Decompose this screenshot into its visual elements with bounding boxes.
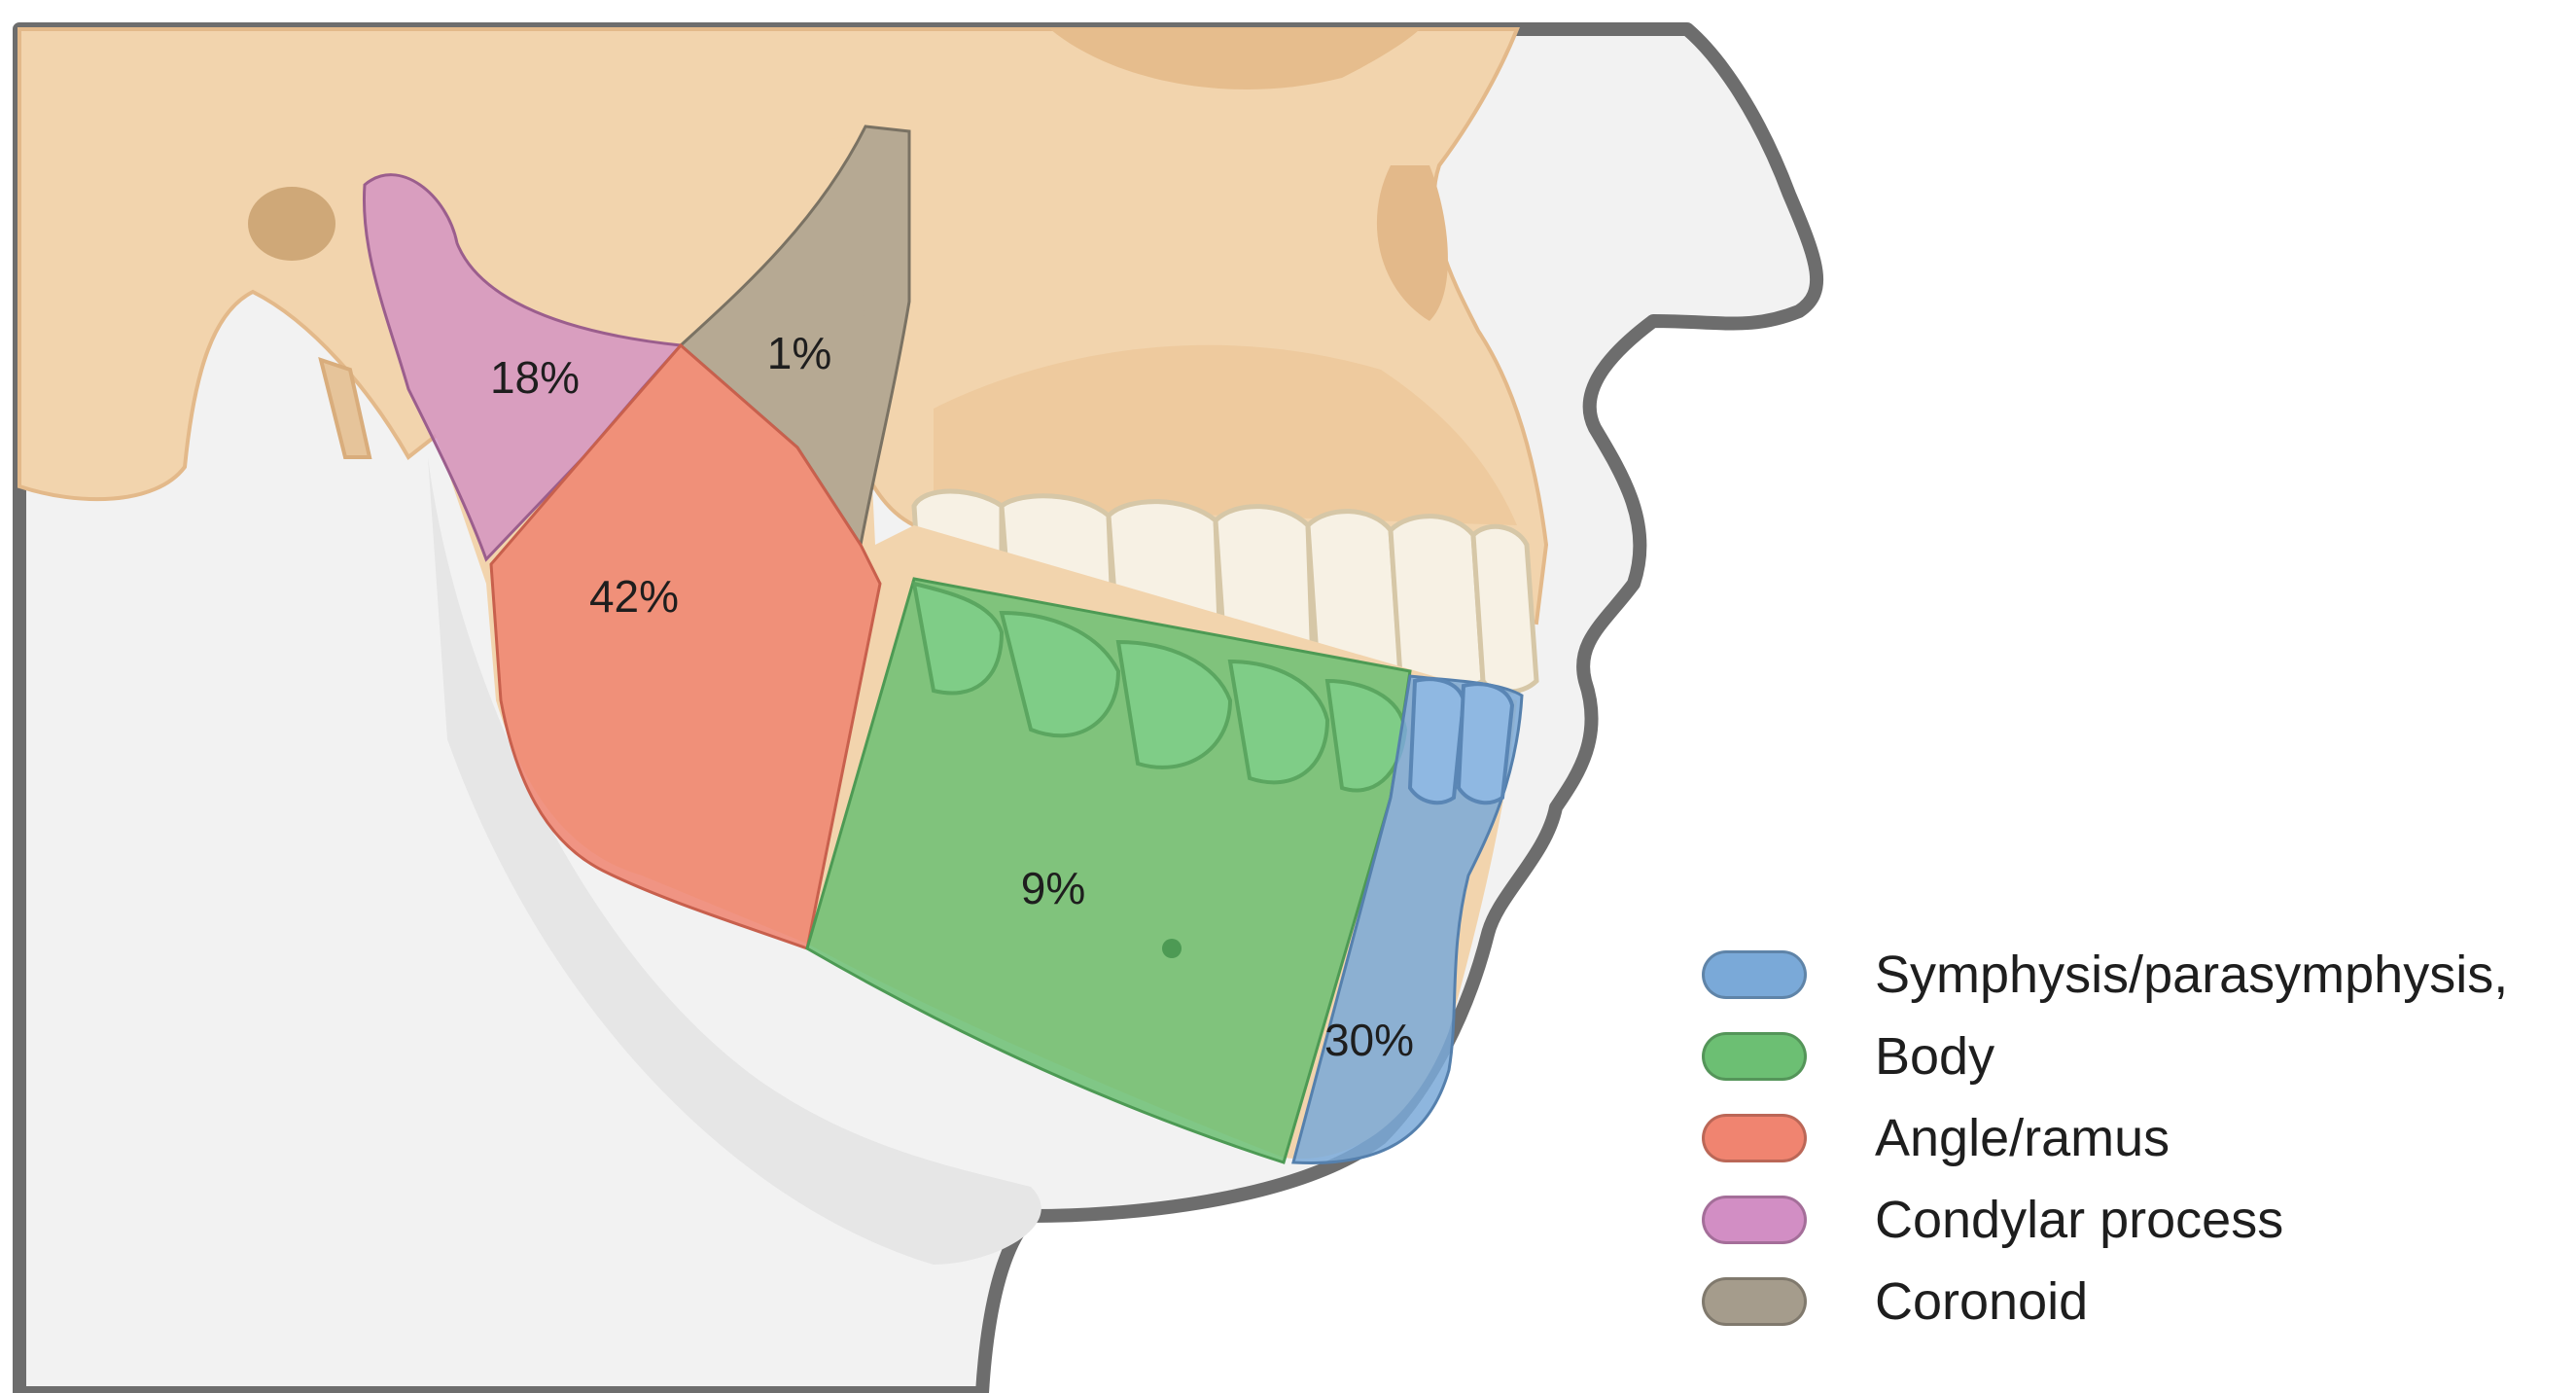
ear-canal — [248, 187, 335, 261]
incisor-teeth — [1407, 677, 1515, 805]
legend-swatch — [1702, 1114, 1807, 1162]
styloid-process — [318, 356, 372, 459]
legend-item: Condylar process — [1702, 1179, 2558, 1261]
label-condylar: 18% — [490, 352, 580, 403]
legend-label: Coronoid — [1875, 1272, 2089, 1331]
maxilla-shade — [934, 344, 1517, 525]
legend-swatch — [1702, 950, 1807, 999]
label-coronoid: 1% — [767, 328, 831, 378]
legend-label: Symphysis/parasymphysis, — [1875, 946, 2509, 1004]
legend-label: Angle/ramus — [1875, 1109, 2170, 1167]
legend-item: Symphysis/parasymphysis, — [1702, 934, 2558, 1016]
legend-label: Body — [1875, 1027, 1995, 1086]
legend-item: Coronoid — [1702, 1261, 2558, 1342]
neck-shadow — [428, 457, 1041, 1265]
region-symphysis — [1291, 674, 1524, 1165]
legend-item: Body — [1702, 1016, 2558, 1097]
legend-swatch — [1702, 1277, 1807, 1326]
eye-socket — [1050, 29, 1420, 89]
legend-swatch — [1702, 1032, 1807, 1081]
label-body: 9% — [1021, 863, 1085, 913]
mental-foramen — [1162, 939, 1182, 958]
nasal-cavity — [1376, 165, 1448, 321]
legend-swatch — [1702, 1196, 1807, 1244]
legend-item: Angle/ramus — [1702, 1097, 2558, 1179]
region-angle — [489, 342, 882, 950]
legend-label: Condylar process — [1875, 1191, 2284, 1249]
label-angle: 42% — [589, 571, 679, 622]
label-symphysis: 30% — [1324, 1015, 1414, 1065]
lower-teeth — [911, 581, 1408, 793]
region-coronoid — [678, 125, 911, 549]
